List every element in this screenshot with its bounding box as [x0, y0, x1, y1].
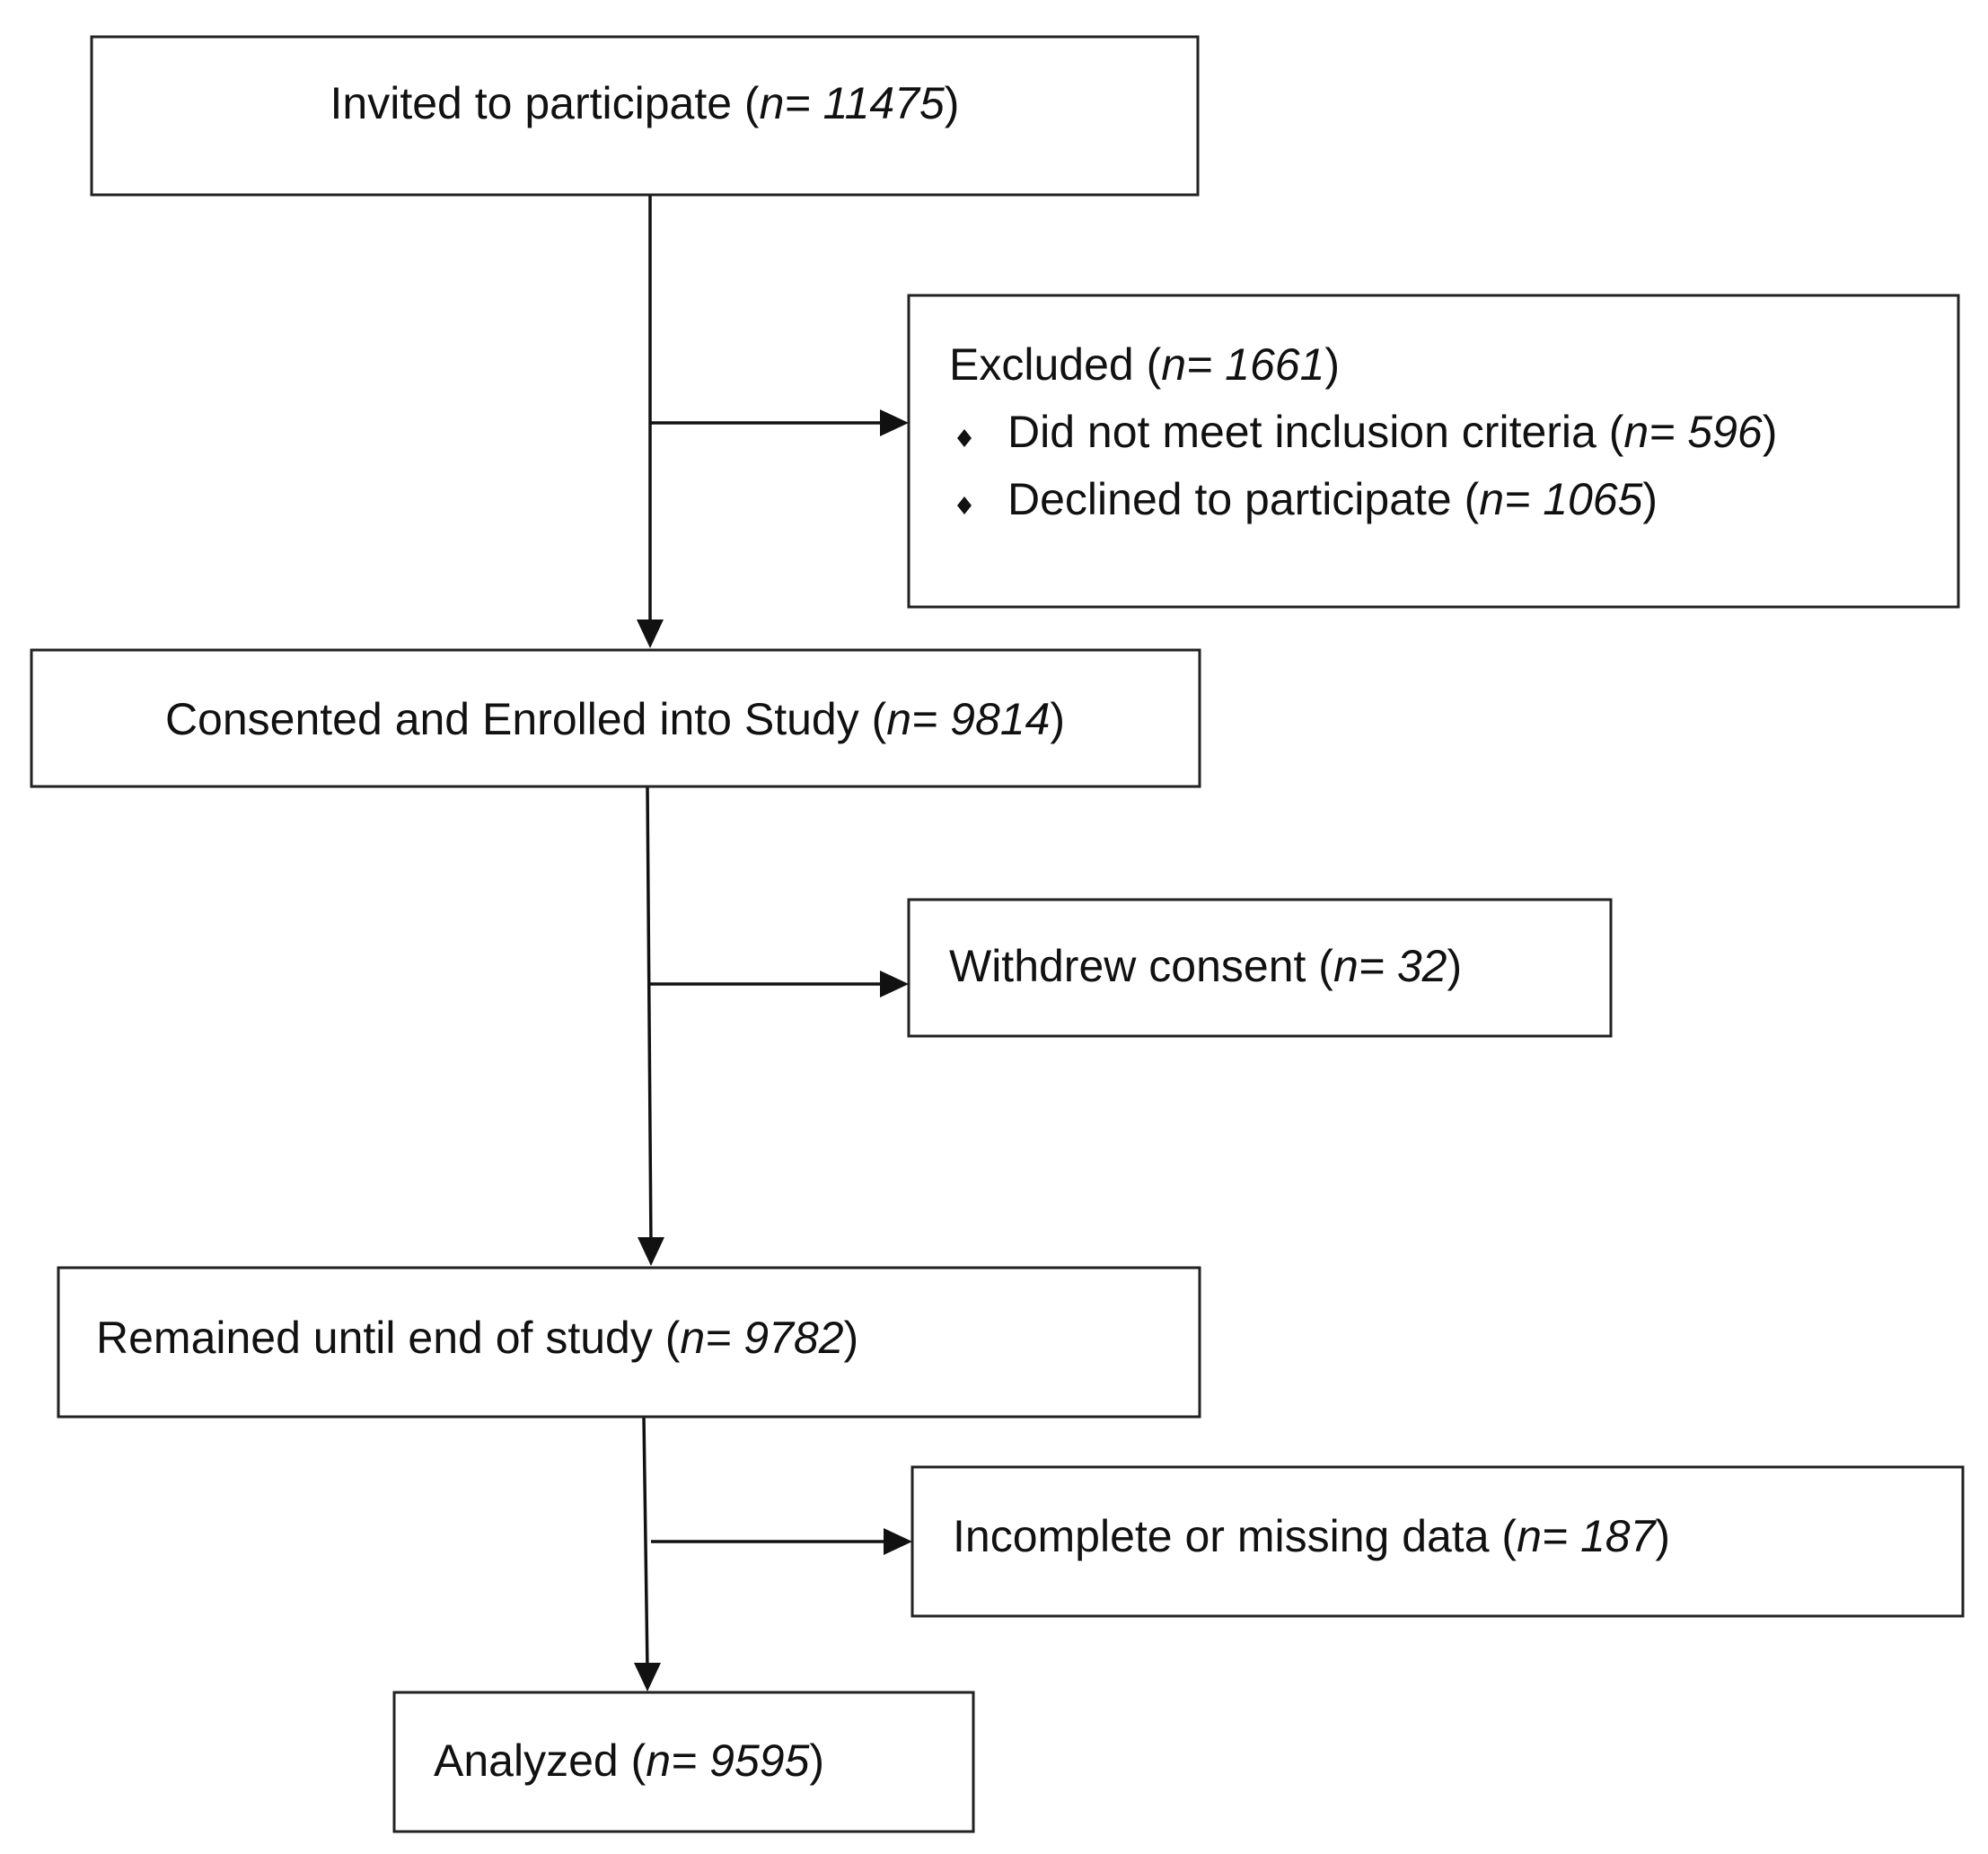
arrowhead: [884, 1528, 912, 1555]
connector-consented-remained: [646, 786, 653, 1247]
arrowhead: [880, 409, 909, 436]
diamond-bullet-icon: [957, 429, 972, 447]
box-remained: Remained until end of study (n= 9782): [57, 1266, 1201, 1419]
box-excluded: Excluded (n= 1661) Did not meet inclusio…: [907, 294, 1960, 609]
arrowhead: [638, 1237, 664, 1266]
box-incomplete-text: Incomplete or missing data (n= 187): [953, 1511, 1670, 1561]
connector-remained-analyzed: [642, 1416, 649, 1671]
excluded-item: Did not meet inclusion criteria (n= 596): [1007, 407, 1777, 457]
diamond-bullet-icon: [957, 496, 972, 514]
box-incomplete: Incomplete or missing data (n= 187): [910, 1465, 1965, 1618]
box-analyzed: Analyzed (n= 9595): [392, 1691, 975, 1833]
arrowhead: [880, 971, 909, 997]
box-remained-text: Remained until end of study (n= 9782): [96, 1313, 858, 1363]
box-consented: Consented and Enrolled into Study (n= 98…: [30, 648, 1201, 788]
excluded-item: Declined to participate (n= 1065): [1007, 474, 1658, 524]
arrowhead: [634, 1663, 661, 1691]
arrowhead: [637, 619, 664, 648]
box-withdrew: Withdrew consent (n= 32): [907, 898, 1613, 1038]
box-excluded-title: Excluded (n= 1661): [949, 339, 1340, 390]
box-consented-text: Consented and Enrolled into Study (n= 98…: [165, 694, 1065, 744]
connectors: [634, 195, 912, 1691]
box-withdrew-text: Withdrew consent (n= 32): [949, 941, 1462, 991]
box-analyzed-text: Analyzed (n= 9595): [434, 1735, 824, 1786]
box-invited-text: Invited to participate (n= 11475): [330, 78, 960, 128]
box-invited: Invited to participate (n= 11475): [90, 35, 1200, 197]
